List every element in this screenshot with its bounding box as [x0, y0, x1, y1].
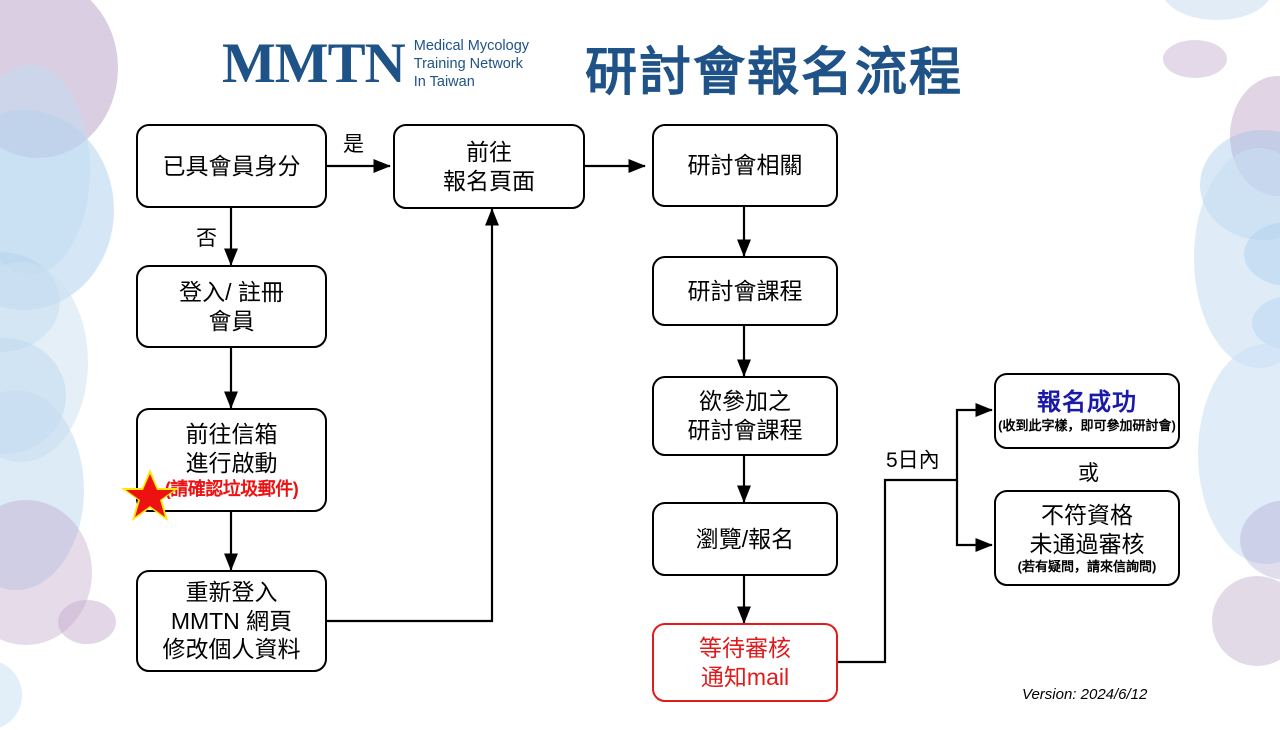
node-signup-page[interactable]: 前往 報名頁面 — [393, 124, 585, 209]
star-icon — [121, 469, 179, 521]
node-login-register[interactable]: 登入/ 註冊 會員 — [136, 265, 327, 348]
node-line: 前往信箱 — [185, 420, 278, 447]
node-line: 研討會課程 — [687, 277, 803, 304]
node-seminar-info[interactable]: 研討會相關 — [652, 124, 838, 207]
node-relogin-edit[interactable]: 重新登入 MMTN 網頁 修改個人資料 — [136, 570, 327, 672]
node-line: 報名頁面 — [443, 167, 535, 194]
node-desired-course[interactable]: 欲參加之 研討會課程 — [652, 376, 838, 456]
logo-wordmark: MMTN — [222, 31, 406, 95]
node-line: 瀏覽/報名 — [695, 525, 795, 552]
node-line: 已具會員身分 — [162, 152, 301, 179]
node-await-review[interactable]: 等待審核 通知mail — [652, 623, 838, 702]
node-line: 不符資格 — [1041, 502, 1133, 529]
node-warning-note: (請確認垃圾郵件) — [164, 478, 299, 499]
mmtn-logo: MMTN Medical Mycology Training Network I… — [222, 28, 570, 98]
node-line: 研討會課程 — [687, 417, 803, 443]
edge-label-yes: 是 — [343, 133, 364, 156]
node-line: 通知mail — [700, 663, 790, 690]
node-line: 報名成功 — [1037, 389, 1137, 417]
node-browse-signup[interactable]: 瀏覽/報名 — [652, 502, 838, 576]
node-note: (若有疑問，請來信詢問) — [1017, 559, 1157, 575]
node-line: 欲參加之 — [699, 388, 791, 415]
version-label: Version: 2024/6/12 — [1022, 686, 1148, 703]
edge-label-no: 否 — [196, 227, 217, 250]
node-member-status[interactable]: 已具會員身分 — [136, 124, 327, 208]
edge-label-within-5-days: 5日內 — [886, 449, 940, 472]
node-line: 會員 — [208, 307, 255, 334]
node-line: 修改個人資料 — [162, 636, 301, 663]
node-seminar-course[interactable]: 研討會課程 — [652, 256, 838, 326]
node-line: 研討會相關 — [687, 152, 803, 179]
logo-subtitle-line-3: In Taiwan — [413, 74, 475, 91]
node-line: 登入/ 註冊 — [179, 278, 284, 305]
node-line: 重新登入 — [185, 578, 278, 605]
node-signup-success[interactable]: 報名成功 (收到此字樣，即可參加研討會) — [994, 373, 1180, 449]
node-line: MMTN 網頁 — [170, 607, 293, 634]
node-line: 前往 — [466, 138, 512, 165]
node-note: (收到此字樣，即可參加研討會) — [998, 418, 1176, 434]
node-line: 進行啟動 — [185, 449, 278, 476]
logo-subtitle-line-1: Medical Mycology — [413, 37, 530, 54]
edge-label-or: 或 — [1078, 462, 1099, 485]
page-title: 研討會報名流程 — [585, 44, 964, 102]
logo-subtitle: Medical Mycology Training Network In Tai… — [414, 37, 529, 91]
logo-subtitle-line-2: Training Network — [413, 55, 523, 72]
node-line: 等待審核 — [699, 634, 791, 661]
node-line: 未通過審核 — [1029, 531, 1145, 558]
node-not-qualified[interactable]: 不符資格 未通過審核 (若有疑問，請來信詢問) — [994, 490, 1180, 586]
